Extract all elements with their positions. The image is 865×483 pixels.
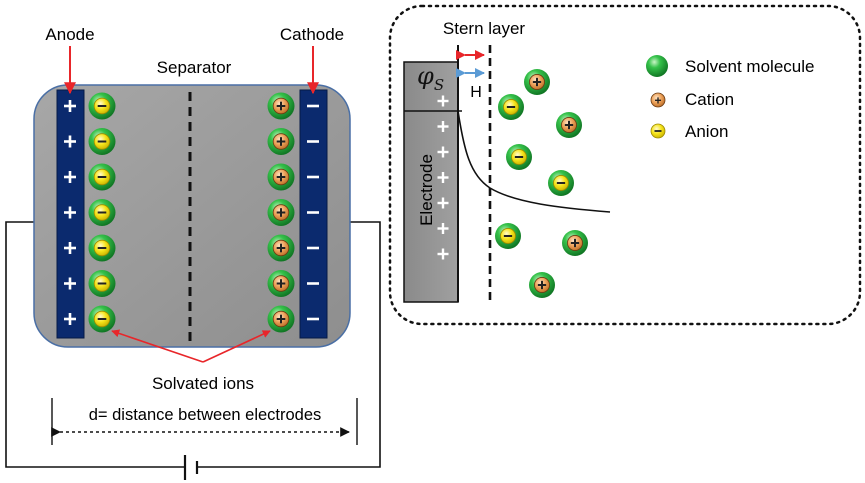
- legend: Solvent molecule + Cation Anion: [646, 55, 814, 141]
- cathode-electrode: [299, 89, 328, 339]
- legend-solvent-icon: [646, 55, 668, 77]
- diffuse-anion: [495, 223, 521, 249]
- surface-plus-sign: [437, 146, 449, 158]
- anode-plus-sign: [64, 242, 76, 254]
- anode-plus-sign: [64, 100, 76, 112]
- anode-plus-sign: [64, 313, 76, 325]
- legend-cation-icon: +: [650, 92, 666, 108]
- solvated-arrow-right: [202, 330, 271, 363]
- solvated-anion: [88, 270, 116, 297]
- solvated-ions-label: Solvated ions: [152, 374, 254, 393]
- surface-plus-sign: [437, 248, 449, 260]
- solvated-anion: [88, 199, 116, 226]
- phi-subscript: S: [434, 76, 444, 94]
- cathode-charges: [307, 104, 319, 321]
- svg-text:+: +: [654, 94, 661, 108]
- diffuse-anion: [506, 144, 532, 170]
- cathode-label: Cathode: [280, 25, 344, 44]
- electrode-block: [403, 61, 459, 303]
- diffuse-ions: [495, 69, 588, 298]
- anode-plus-sign: [64, 206, 76, 219]
- anion-column: [88, 92, 116, 333]
- stern-layer-label: Stern layer: [443, 19, 526, 38]
- solvated-cation: [267, 270, 295, 297]
- potential-curve: [457, 110, 611, 213]
- diffuse-cation: [562, 230, 588, 256]
- diffuse-cation: [524, 69, 550, 95]
- distance-label: d= distance between electrodes: [89, 406, 322, 424]
- diffuse-cation: [529, 272, 555, 298]
- surface-charges: [437, 95, 449, 260]
- solvated-anion: [88, 234, 116, 262]
- h-label: H: [470, 84, 482, 101]
- double-layer-panel: Stern layer φS Electrode H Solvent molec…: [388, 4, 862, 326]
- panel-border: [388, 4, 862, 326]
- solvated-anion: [88, 92, 116, 120]
- circuit-wire: [5, 221, 381, 468]
- anode-plus-sign: [64, 277, 76, 290]
- cell-group: Anode Cathode Separator Solvated ions d=…: [5, 25, 381, 480]
- diffuse-anion: [548, 170, 574, 196]
- solvated-cation: [267, 92, 295, 120]
- legend-anion-icon: [650, 123, 666, 139]
- anode-charges: [64, 100, 76, 325]
- solvated-cation: [267, 199, 295, 226]
- anode-plus-sign: [64, 171, 76, 183]
- solvated-cation: [267, 163, 295, 191]
- diffuse-anion: [498, 94, 524, 120]
- legend-solvent-label: Solvent molecule: [685, 57, 814, 76]
- solvated-anion: [88, 163, 116, 191]
- solvated-cation: [267, 234, 295, 262]
- solvated-anion: [88, 128, 116, 155]
- surface-plus-sign: [437, 197, 449, 209]
- surface-plus-sign: [437, 172, 449, 183]
- solvated-arrow-left: [111, 329, 204, 363]
- solvated-anion: [88, 305, 116, 333]
- surface-plus-sign: [437, 95, 449, 107]
- electrode-label: Electrode: [417, 154, 436, 226]
- surface-plus-sign: [437, 121, 449, 132]
- legend-cation-label: Cation: [685, 90, 734, 109]
- solvated-cation: [267, 305, 295, 333]
- legend-anion-label: Anion: [685, 122, 728, 141]
- surface-plus-sign: [437, 223, 449, 234]
- anode-plus-sign: [64, 135, 76, 148]
- phi-symbol: φS: [417, 62, 444, 94]
- diffuse-cation: [556, 112, 582, 138]
- separator-label: Separator: [157, 58, 232, 77]
- cation-column: [267, 92, 295, 333]
- solvated-cation: [267, 128, 295, 155]
- anode-label: Anode: [45, 25, 94, 44]
